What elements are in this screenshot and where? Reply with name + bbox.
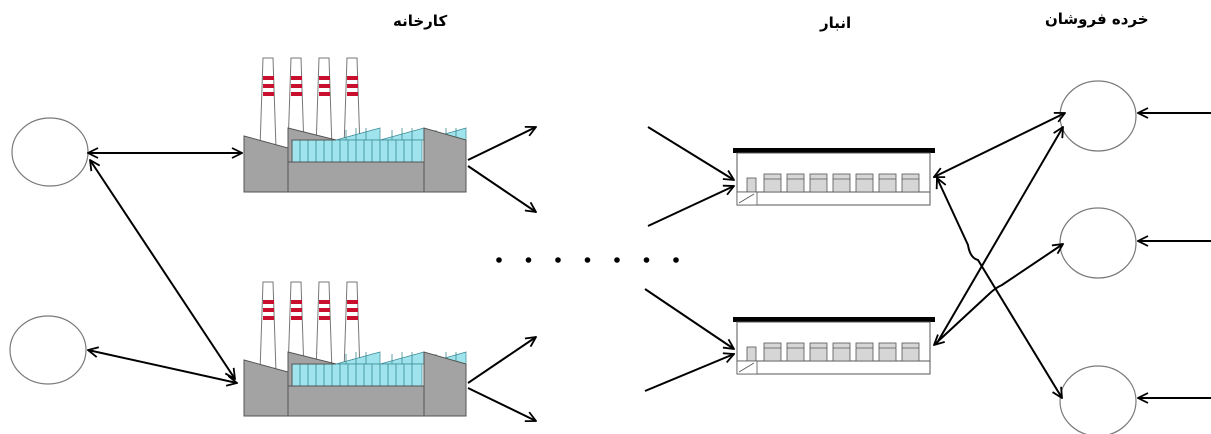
- supplier-node-1: [11, 117, 89, 187]
- retailer-node-1: [1059, 80, 1137, 152]
- ellipsis-dot: [673, 257, 679, 263]
- ellipsis-dot: [525, 257, 532, 263]
- arrow-f1-out-1: [467, 127, 536, 161]
- arrow-f1-out-2: [467, 165, 536, 212]
- label-factory: کارخانه: [393, 12, 448, 30]
- ellipsis-dot: [584, 257, 591, 263]
- arrow-w1-r3: [937, 178, 1062, 398]
- label-retailers: خرده فروشان: [1045, 10, 1149, 28]
- factory-icon-1: [243, 57, 467, 193]
- arrow-in-w2-1: [644, 288, 734, 349]
- retailer-node-2: [1059, 207, 1137, 279]
- warehouse-icon-2: [732, 316, 936, 375]
- supplier-node-2: [9, 315, 87, 385]
- warehouse-icon-1: [732, 147, 936, 206]
- arrow-s1-f2: [90, 160, 235, 379]
- arrow-f2-out-2: [467, 387, 536, 421]
- ellipsis-dot: [496, 257, 502, 263]
- arrow-in-w1-1: [647, 126, 734, 180]
- arrow-w1-r1: [934, 113, 1065, 177]
- arrow-s2-f2: [88, 350, 237, 383]
- ellipsis-dot: [643, 257, 650, 263]
- ellipsis-dot: [614, 257, 620, 263]
- arrow-w2-r1: [936, 127, 1063, 344]
- retailer-node-3: [1059, 365, 1137, 434]
- ellipsis-dots: [496, 257, 679, 263]
- ellipsis-dot: [555, 257, 561, 263]
- arrow-in-w1-2: [647, 186, 734, 227]
- label-warehouse: انبار: [820, 14, 852, 32]
- arrow-f2-out-1: [467, 337, 536, 384]
- factory-icon-2: [243, 281, 467, 417]
- arrow-in-w2-2: [644, 354, 734, 392]
